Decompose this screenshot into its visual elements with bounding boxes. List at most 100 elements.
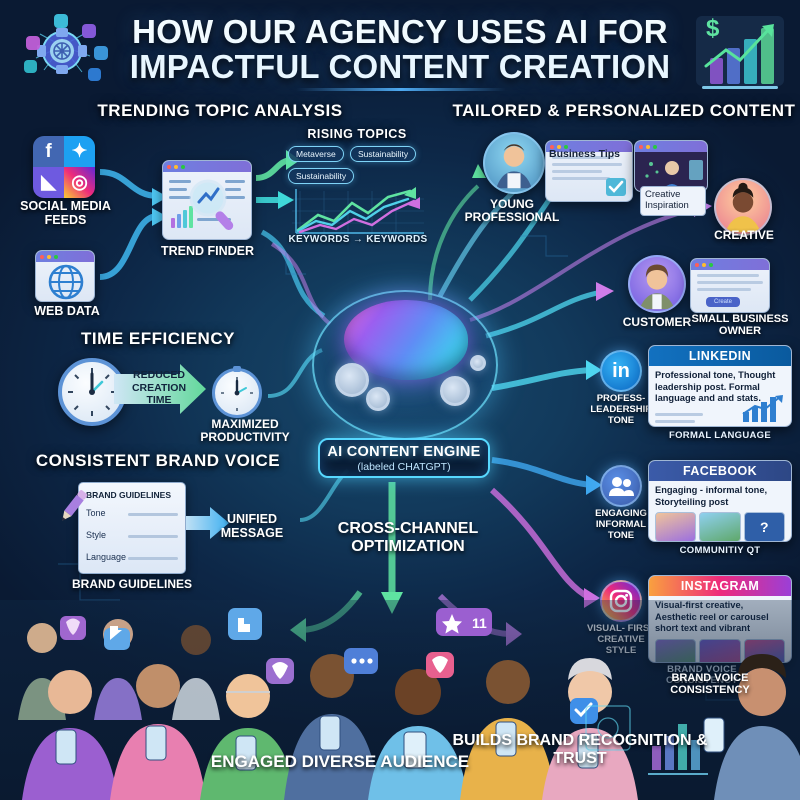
topic-chip[interactable]: Sustainability: [350, 146, 417, 162]
business-tips-card: [545, 140, 633, 202]
label-maximized-productivity: MAXIMIZED PRODUCTIVITY: [200, 417, 290, 445]
title-line-2: IMPACTFUL CONTENT CREATION: [129, 48, 671, 86]
instagram-icon: ◎: [64, 167, 95, 198]
business-tips-title: Business Tips: [549, 148, 620, 160]
title-underline: [296, 88, 506, 91]
maximize-dot-icon: [54, 254, 58, 259]
rising-topics-header: RISING TOPICS: [307, 127, 407, 141]
creative-inspiration-window: [634, 140, 708, 192]
linkedin-card-title: LINKEDIN: [649, 346, 791, 366]
maximize-dot-icon: [564, 144, 568, 149]
label-facebook-tone: ENGAGING INFORMAL TONE: [595, 508, 647, 541]
gear-icon: [366, 387, 390, 411]
magnifier-analytics-icon: [169, 179, 245, 230]
label-engaged-diverse-audience: ENGAGED DIVERSE AUDIENCE: [210, 752, 470, 771]
growth-chart-dollar-icon: $: [688, 6, 792, 96]
facebook-card-title: FACEBOOK: [649, 461, 791, 481]
label-linkedin-tone: PROFESS- LEADERSHIP TONE: [590, 393, 652, 426]
window-titlebar: [36, 251, 94, 262]
checkmark-icon: [606, 178, 626, 196]
avatar-creative: [714, 178, 772, 236]
bar-chart-icon: [742, 395, 783, 422]
facebook-people-icon: [600, 465, 642, 507]
facebook-thumbnails: ?: [649, 512, 791, 541]
engine-title: AI CONTENT ENGINE: [327, 443, 481, 460]
gear-icon: [470, 355, 486, 371]
doc-ruled-line: [128, 535, 178, 538]
photo-thumbnail: [655, 512, 697, 541]
doc-ruled-line: [128, 513, 178, 516]
label-reduced-creation-time: REDUCED CREATION TIME: [131, 369, 187, 407]
window-titlebar: [546, 141, 632, 152]
engine-subtitle: (labeled CHATGPT): [357, 460, 451, 473]
label-brand-voice-consistency-bottom: BRAND VOICE CONSISTENCY: [670, 672, 750, 697]
social-media-feeds-icon: f ✦ ◣ ◎: [33, 136, 95, 198]
web-data-window: [35, 250, 95, 302]
audience-band: 11: [0, 600, 800, 800]
rising-trend-chart: [292, 187, 424, 235]
doc-ruled-line: [128, 557, 178, 560]
label-unified-message: UNIFIED MESSAGE: [220, 512, 284, 540]
stopwatch-icon: [212, 366, 262, 418]
create-button[interactable]: Create: [706, 297, 741, 307]
caption-formal-language: FORMAL LANGUAGE: [669, 430, 771, 441]
pencil-icon: [62, 490, 88, 521]
label-young-professional: YOUNG PROFESSIONAL: [464, 197, 560, 225]
ai-gear-network-icon: [10, 6, 114, 96]
caption-community: COMMUNITIY QT: [679, 545, 761, 556]
gear-icon: [440, 376, 470, 406]
linkedin-card: LINKEDIN Professional tone, Thought lead…: [648, 345, 792, 427]
label-social-media-feeds: SOCIAL MEDIA FEEDS: [20, 199, 111, 227]
question-bubble-icon: ?: [743, 512, 785, 541]
linkedin-icon: in: [600, 350, 642, 392]
section-header-tailored: TAILORED & PERSONALIZED CONTENT: [452, 101, 796, 120]
trend-finder-window: [162, 160, 252, 240]
section-header-brand-voice: CONSISTENT BRAND VOICE: [35, 451, 281, 470]
caption-brand-guidelines: BRAND GUIDELINES: [71, 577, 192, 591]
facebook-card: FACEBOOK Engaging - informal tone, Story…: [648, 460, 792, 542]
globe-icon: [48, 264, 84, 300]
label-keywords-axis: KEYWORDS → KEYWORDS: [288, 234, 428, 245]
minimize-dot-icon: [646, 144, 650, 149]
label-builds-brand-recognition: BUILDS BRAND RECOGNITION & TRUST: [452, 732, 708, 767]
brand-row-style: Style: [86, 530, 107, 540]
section-header-time-efficiency: TIME EFFICIENCY: [81, 329, 235, 348]
window-titlebar: [691, 259, 769, 270]
close-dot-icon: [550, 144, 554, 149]
messenger-icon: ◣: [33, 167, 64, 198]
facebook-card-body: Engaging - informal tone, Storyteiling p…: [655, 485, 768, 507]
section-header-trending: TRENDING TOPIC ANALYSIS: [97, 101, 343, 120]
facebook-icon: f: [33, 136, 64, 167]
maximize-dot-icon: [653, 144, 657, 149]
creative-inspiration-label: Creative Inspiration: [640, 186, 706, 216]
label-web-data: WEB DATA: [34, 304, 100, 318]
people-glyph: [609, 477, 634, 496]
brand-row-language: Language: [86, 552, 127, 562]
title-line-1: HOW OUR AGENCY USES AI FOR: [132, 13, 668, 50]
label-small-business-owner: SMALL BUSINESS OWNER: [691, 313, 789, 338]
window-titlebar: [635, 141, 707, 152]
close-dot-icon: [639, 144, 643, 149]
topic-chip[interactable]: Metaverse: [288, 146, 344, 162]
brain-icon: [344, 300, 468, 380]
minimize-dot-icon: [47, 254, 51, 259]
gear-icon: [335, 363, 369, 397]
minimize-dot-icon: [702, 262, 706, 267]
topic-chip[interactable]: Sustainability: [288, 168, 355, 184]
brand-guidelines-doc-title: BRAND GUIDELINES: [86, 490, 172, 500]
maximize-dot-icon: [709, 262, 713, 267]
unified-message-arrow: [186, 507, 229, 539]
minimize-dot-icon: [557, 144, 561, 149]
linkedin-card-body: Professional tone, Thought leadership po…: [655, 370, 776, 404]
instagram-card-title: INSTAGRAM: [649, 576, 791, 596]
svg-text:$: $: [706, 15, 720, 42]
page-title: HOW OUR AGENCY USES AI FOR IMPACTFUL CON…: [120, 14, 680, 85]
label-cross-channel-optimization: CROSS-CHANNEL OPTIMIZATION: [337, 520, 479, 555]
ai-content-engine-badge: AI CONTENT ENGINE (labeled CHATGPT): [318, 438, 490, 478]
reduced-time-arrow: [114, 364, 206, 414]
photo-thumbnail: [699, 512, 741, 541]
avatar-customer: [628, 255, 686, 313]
close-dot-icon: [40, 254, 44, 259]
twitter-icon: ✦: [64, 136, 95, 167]
